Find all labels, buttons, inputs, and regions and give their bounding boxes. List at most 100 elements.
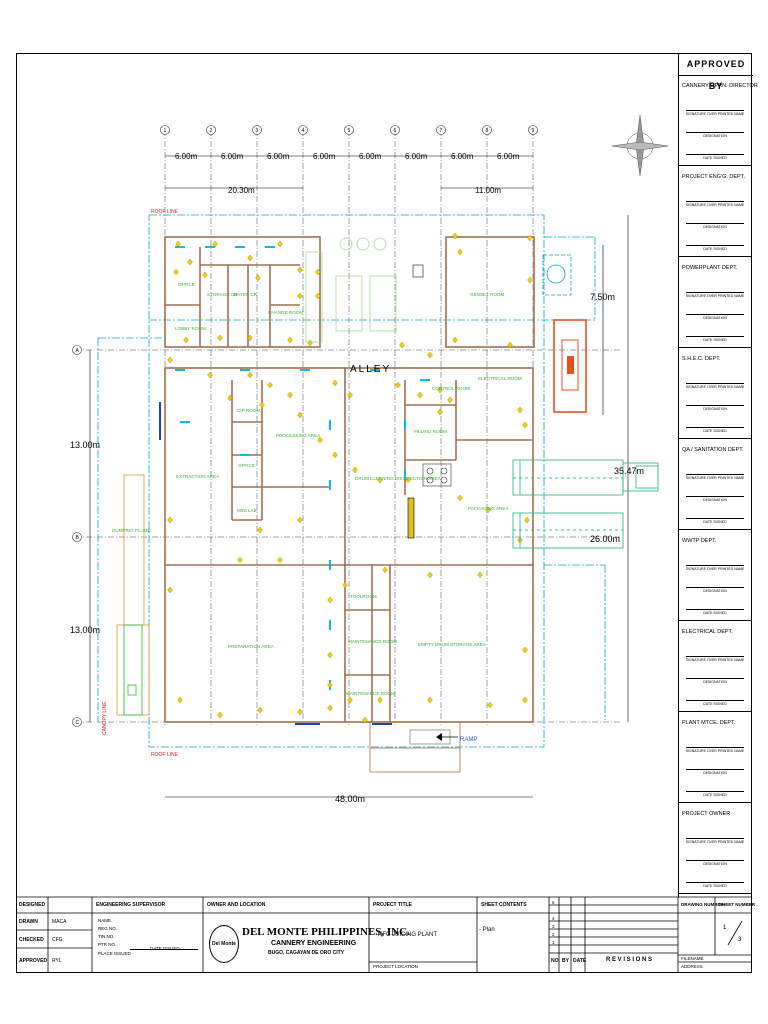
light-fixture-icon: [175, 240, 181, 248]
grid-bubble-label: 5: [348, 128, 351, 134]
light-fixture-icon: [362, 716, 368, 724]
canopy-line: CANOPY LINE: [102, 701, 108, 735]
light-fixture-icon: [255, 274, 261, 282]
bay-dim-label: 6.00m: [267, 152, 290, 161]
grid-bubble-label: B: [76, 535, 80, 541]
room-extraction: EXTRACTION AREA: [176, 474, 220, 479]
light-fixture-icon: [247, 371, 253, 379]
grid-bubble-label: 1: [164, 128, 167, 134]
roof-outline: [97, 214, 606, 748]
revision-number: 3: [552, 924, 555, 929]
checked-value: CFG: [52, 937, 63, 943]
grid-bubble-label: 2: [210, 128, 213, 134]
light-fixture-icon: [522, 421, 528, 429]
light-fixture-icon: [257, 526, 263, 534]
light-fixture-icon: [167, 516, 173, 524]
dumping-flume: [116, 474, 150, 716]
date-signed-label: DATE SIGNED: [703, 702, 727, 706]
signature-line: [686, 700, 744, 701]
project-location-label: PROJECT LOCATION: [373, 964, 418, 969]
light-fixture-icon: [183, 336, 189, 344]
light-fixture-icon: [327, 651, 333, 659]
approval-title: APPROVED BY: [679, 53, 753, 91]
checked-label: CHECKED: [19, 937, 44, 943]
doors: [159, 402, 392, 725]
roof-line-bottom: ROOF LINE: [151, 752, 179, 758]
date-signed-label: DATE SIGNED: [703, 156, 727, 160]
light-fixture-icon: [317, 436, 323, 444]
signature-line: [686, 474, 744, 475]
date-signed-label: DATE SIGNED: [703, 884, 727, 888]
signature-line: [686, 838, 744, 839]
department-name: PROJECT ENG'G. DEPT.: [682, 174, 745, 180]
room-toolroom: TOOLROOM: [350, 594, 377, 599]
light-fixture-icon: [477, 571, 483, 579]
room-mini-lab: MINI LAB: [237, 508, 257, 513]
signature-label: SIGNATURE OVER PRINTED NAME: [685, 203, 745, 207]
alley-label: ALLEY: [350, 364, 391, 375]
signature-line: [686, 132, 744, 133]
drawing-number-label: DRAWING NUMBER: [681, 902, 724, 907]
dim-1100: 11.00m: [475, 186, 501, 195]
genset-enclosure: [553, 319, 587, 413]
bay-dim-label: 6.00m: [497, 152, 520, 161]
grid-bubble: [482, 125, 492, 135]
light-fixture-icon: [267, 381, 273, 389]
light-fixture-icon: [307, 339, 313, 347]
signature-line: [686, 565, 744, 566]
approved-value: RYL: [52, 958, 62, 964]
room-preparation: PREPARATION AREA: [228, 644, 275, 649]
grid-bubble: [436, 125, 446, 135]
light-fixture-icon: [342, 581, 348, 589]
bay-dim-label: 6.00m: [451, 152, 474, 161]
light-fixture-icon: [297, 411, 303, 419]
light-fixture-icon: [527, 234, 533, 242]
grid-bubble-label: 7: [440, 128, 443, 134]
room-dumping: DUMPING FLUME: [112, 528, 151, 533]
signature-line: [686, 860, 744, 861]
dim-2600: 26.00m: [590, 534, 620, 544]
light-fixture-icon: [187, 258, 193, 266]
light-fixture-icon: [315, 268, 321, 276]
grid-bubble-label: 4: [302, 128, 305, 134]
light-fixture-icon: [202, 271, 208, 279]
room-drum-cleaning: DRUM CLEANING DISINFECTION AREA: [355, 476, 442, 481]
light-fixture-icon: [427, 351, 433, 359]
department-name: S.H.E.C. DEPT.: [682, 356, 721, 362]
signature-label: SIGNATURE OVER PRINTED NAME: [685, 658, 745, 662]
filename-label: FILENAME: [681, 956, 704, 961]
project-title-label: PROJECT TITLE: [373, 902, 412, 908]
grid-bubble: [252, 125, 262, 135]
approval-block: PLANT MTCE. DEPT.SIGNATURE OVER PRINTED …: [678, 712, 752, 803]
grid-bubble: [160, 125, 170, 135]
designed-label: DESIGNED: [19, 902, 46, 908]
place-issued-label: PLACE ISSUED: [98, 951, 131, 956]
signature-line: [686, 747, 744, 748]
light-fixture-icon: [377, 696, 383, 704]
light-fixture-icon: [217, 334, 223, 342]
department-name: POWERPLANT DEPT.: [682, 265, 738, 271]
grid-bubble: [206, 125, 216, 135]
water-tank: [542, 254, 572, 296]
bay-dim-label: 6.00m: [313, 152, 336, 161]
light-fixture-icon: [332, 379, 338, 387]
grid-bubble: [72, 345, 82, 355]
windows: [175, 246, 430, 690]
dim-2030: 20.30m: [228, 186, 255, 195]
light-fixture-icon: [332, 451, 338, 459]
light-fixture-icon: [437, 408, 443, 416]
column-marker: [412, 264, 424, 278]
sheet-number-label: SHEET NUMBER: [719, 902, 756, 907]
room-electrical: ELECTRICAL ROOM: [478, 376, 522, 381]
light-fixture-icon: [327, 704, 333, 712]
signature-line: [686, 383, 744, 384]
light-fixture-icon: [315, 292, 321, 300]
drawn-value: MACA: [52, 919, 67, 925]
room-storage-1: STORAGE CR: [207, 292, 238, 297]
signature-label: SIGNATURE OVER PRINTED NAME: [685, 294, 745, 298]
rev-by-label: BY: [562, 958, 569, 964]
light-fixture-icon: [382, 566, 388, 574]
date-signed-label: DATE SIGNED: [703, 429, 727, 433]
address-label: ADDRESS: [681, 964, 703, 969]
